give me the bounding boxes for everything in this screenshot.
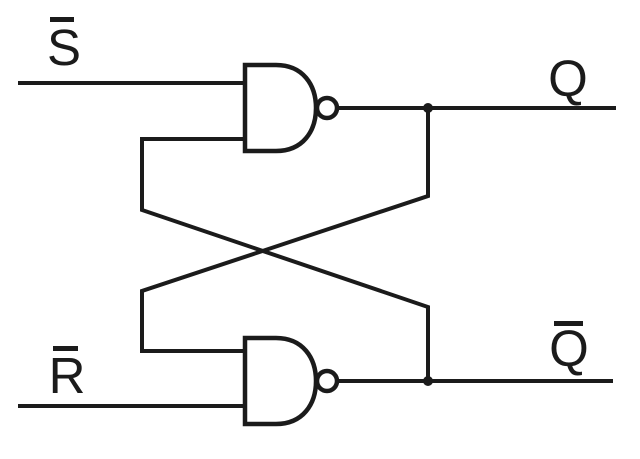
qbar-output-label: Q (549, 320, 589, 377)
qbar-junction-dot (423, 376, 433, 386)
nand-gate-top-bubble-icon (314, 95, 340, 121)
nand-gate-top-body (242, 62, 319, 154)
junction-dots (423, 103, 433, 386)
signal-labels: S Q R Q (47, 17, 589, 404)
s-input-overbar (50, 17, 74, 22)
wires (18, 81, 616, 408)
r-input-overbar (53, 346, 78, 351)
feedback-wire-qbar-to-top-gate (140, 137, 430, 381)
q-output-label: Q (548, 50, 588, 107)
r-input-label: R (49, 347, 86, 404)
q-junction-dot (423, 103, 433, 113)
nand-gate-bottom-bubble-icon (314, 368, 340, 394)
qbar-output-overbar (554, 321, 583, 326)
nand-gate-bottom-body (242, 335, 319, 427)
feedback-wire-q-to-bottom-gate (140, 108, 430, 353)
s-input-label: S (47, 19, 81, 76)
gates (242, 62, 340, 427)
